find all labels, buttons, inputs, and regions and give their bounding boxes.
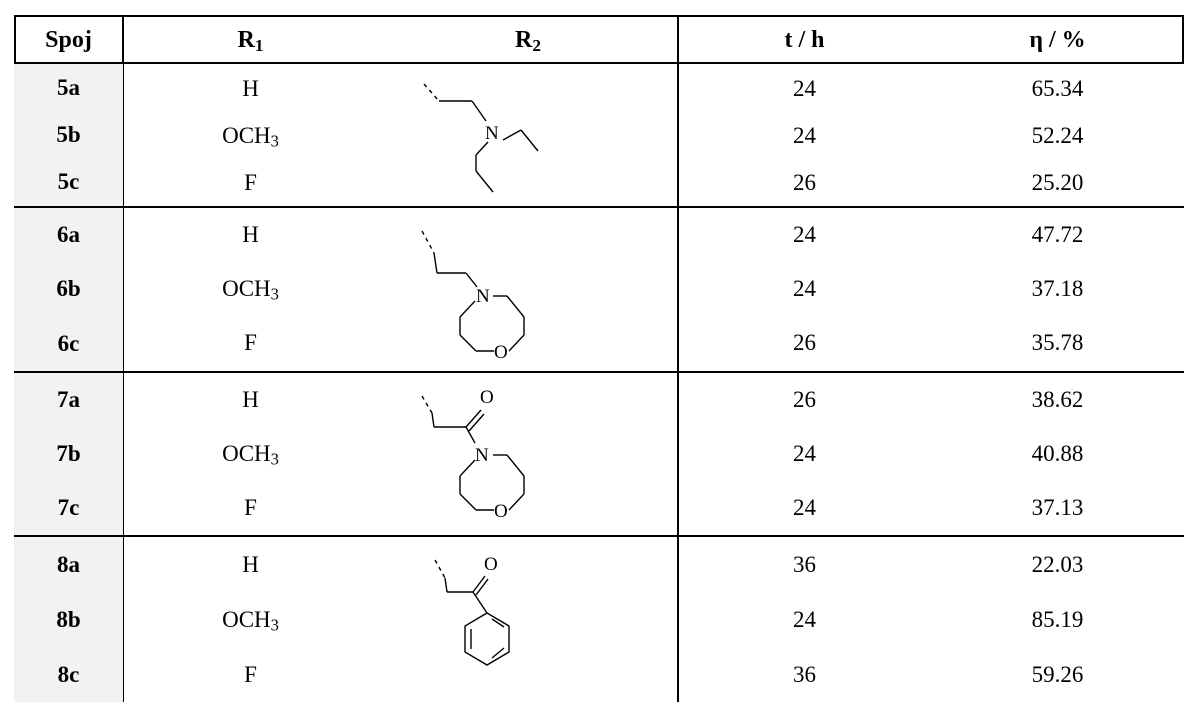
oxygen-label: O: [480, 387, 494, 408]
compound-id: 8b: [14, 592, 123, 647]
time-cell: 24: [793, 441, 816, 466]
time-cell: 36: [793, 662, 816, 687]
oxygen-label: O: [484, 554, 498, 575]
yield-cell: 59.26: [1031, 662, 1084, 687]
r1-cell: OCH3: [222, 123, 279, 151]
oxygen-label: O: [494, 342, 508, 363]
yield-cell: 22.03: [1031, 552, 1084, 577]
r1-cell: H: [242, 552, 259, 577]
yield-cell: 38.62: [1031, 387, 1084, 412]
header-time: t / h: [784, 27, 825, 53]
compound-id: 6b: [14, 262, 123, 316]
r1-cell: OCH3: [222, 607, 279, 635]
compound-id: 5b: [14, 111, 123, 158]
r1-cell: F: [244, 495, 257, 520]
nitrogen-label: N: [475, 445, 489, 466]
time-cell: 24: [793, 276, 816, 301]
group-separator: [14, 206, 1184, 208]
yield-cell: 85.19: [1031, 607, 1084, 632]
yield-cell: 65.34: [1031, 76, 1084, 101]
yield-cell: 35.78: [1031, 330, 1084, 355]
r1-cell: F: [244, 662, 257, 687]
compound-id: 8a: [14, 537, 123, 592]
time-cell: 24: [793, 495, 816, 520]
phenacyl-structure: O: [434, 554, 510, 666]
r1-cell: F: [244, 330, 257, 355]
nitrogen-label: N: [476, 286, 490, 307]
yield-cell: 37.13: [1031, 495, 1084, 520]
group-separator: [14, 535, 1184, 537]
r1-cell: H: [242, 387, 259, 412]
yield-cell: 47.72: [1031, 222, 1084, 247]
time-cell: 26: [793, 387, 816, 412]
group-separator: [14, 371, 1184, 373]
header-r2: R2: [515, 27, 541, 55]
time-cell: 24: [793, 607, 816, 632]
r1-cell: OCH3: [222, 441, 279, 469]
column-divider: [677, 15, 679, 702]
time-cell: 24: [793, 222, 816, 247]
diethylaminoethyl-structure: N: [423, 83, 539, 193]
compound-id: 7b: [14, 427, 123, 481]
r1-cell: F: [244, 170, 257, 195]
time-cell: 36: [793, 552, 816, 577]
time-cell: 26: [793, 170, 816, 195]
yield-cell: 37.18: [1031, 276, 1084, 301]
compound-id: 7a: [14, 373, 123, 427]
column-divider: [122, 15, 124, 702]
r1-cell: H: [242, 76, 259, 101]
nitrogen-label: N: [485, 123, 499, 144]
yield-cell: 52.24: [1031, 123, 1084, 148]
time-cell: 24: [793, 123, 816, 148]
compound-id: 5a: [14, 64, 123, 111]
compound-id: 7c: [14, 481, 123, 535]
morpholinoacetyl-structure: O N O: [421, 387, 525, 522]
compound-id: 8c: [14, 647, 123, 702]
header-r1: R1: [237, 27, 264, 55]
compound-id: 6a: [14, 208, 123, 262]
compound-id: 5c: [14, 158, 123, 206]
time-cell: 26: [793, 330, 816, 355]
header-yield: η / %: [1029, 27, 1086, 53]
time-cell: 24: [793, 76, 816, 101]
header-compound: Spoj: [45, 27, 92, 53]
r1-cell: H: [242, 222, 259, 247]
yield-cell: 25.20: [1031, 170, 1084, 195]
compound-id: 6c: [14, 316, 123, 371]
r1-cell: OCH3: [222, 276, 279, 304]
oxygen-label: O: [494, 501, 508, 522]
morpholinoethyl-structure: N O: [421, 230, 525, 363]
table-header-row: [14, 15, 1184, 64]
yield-cell: 40.88: [1031, 441, 1084, 466]
